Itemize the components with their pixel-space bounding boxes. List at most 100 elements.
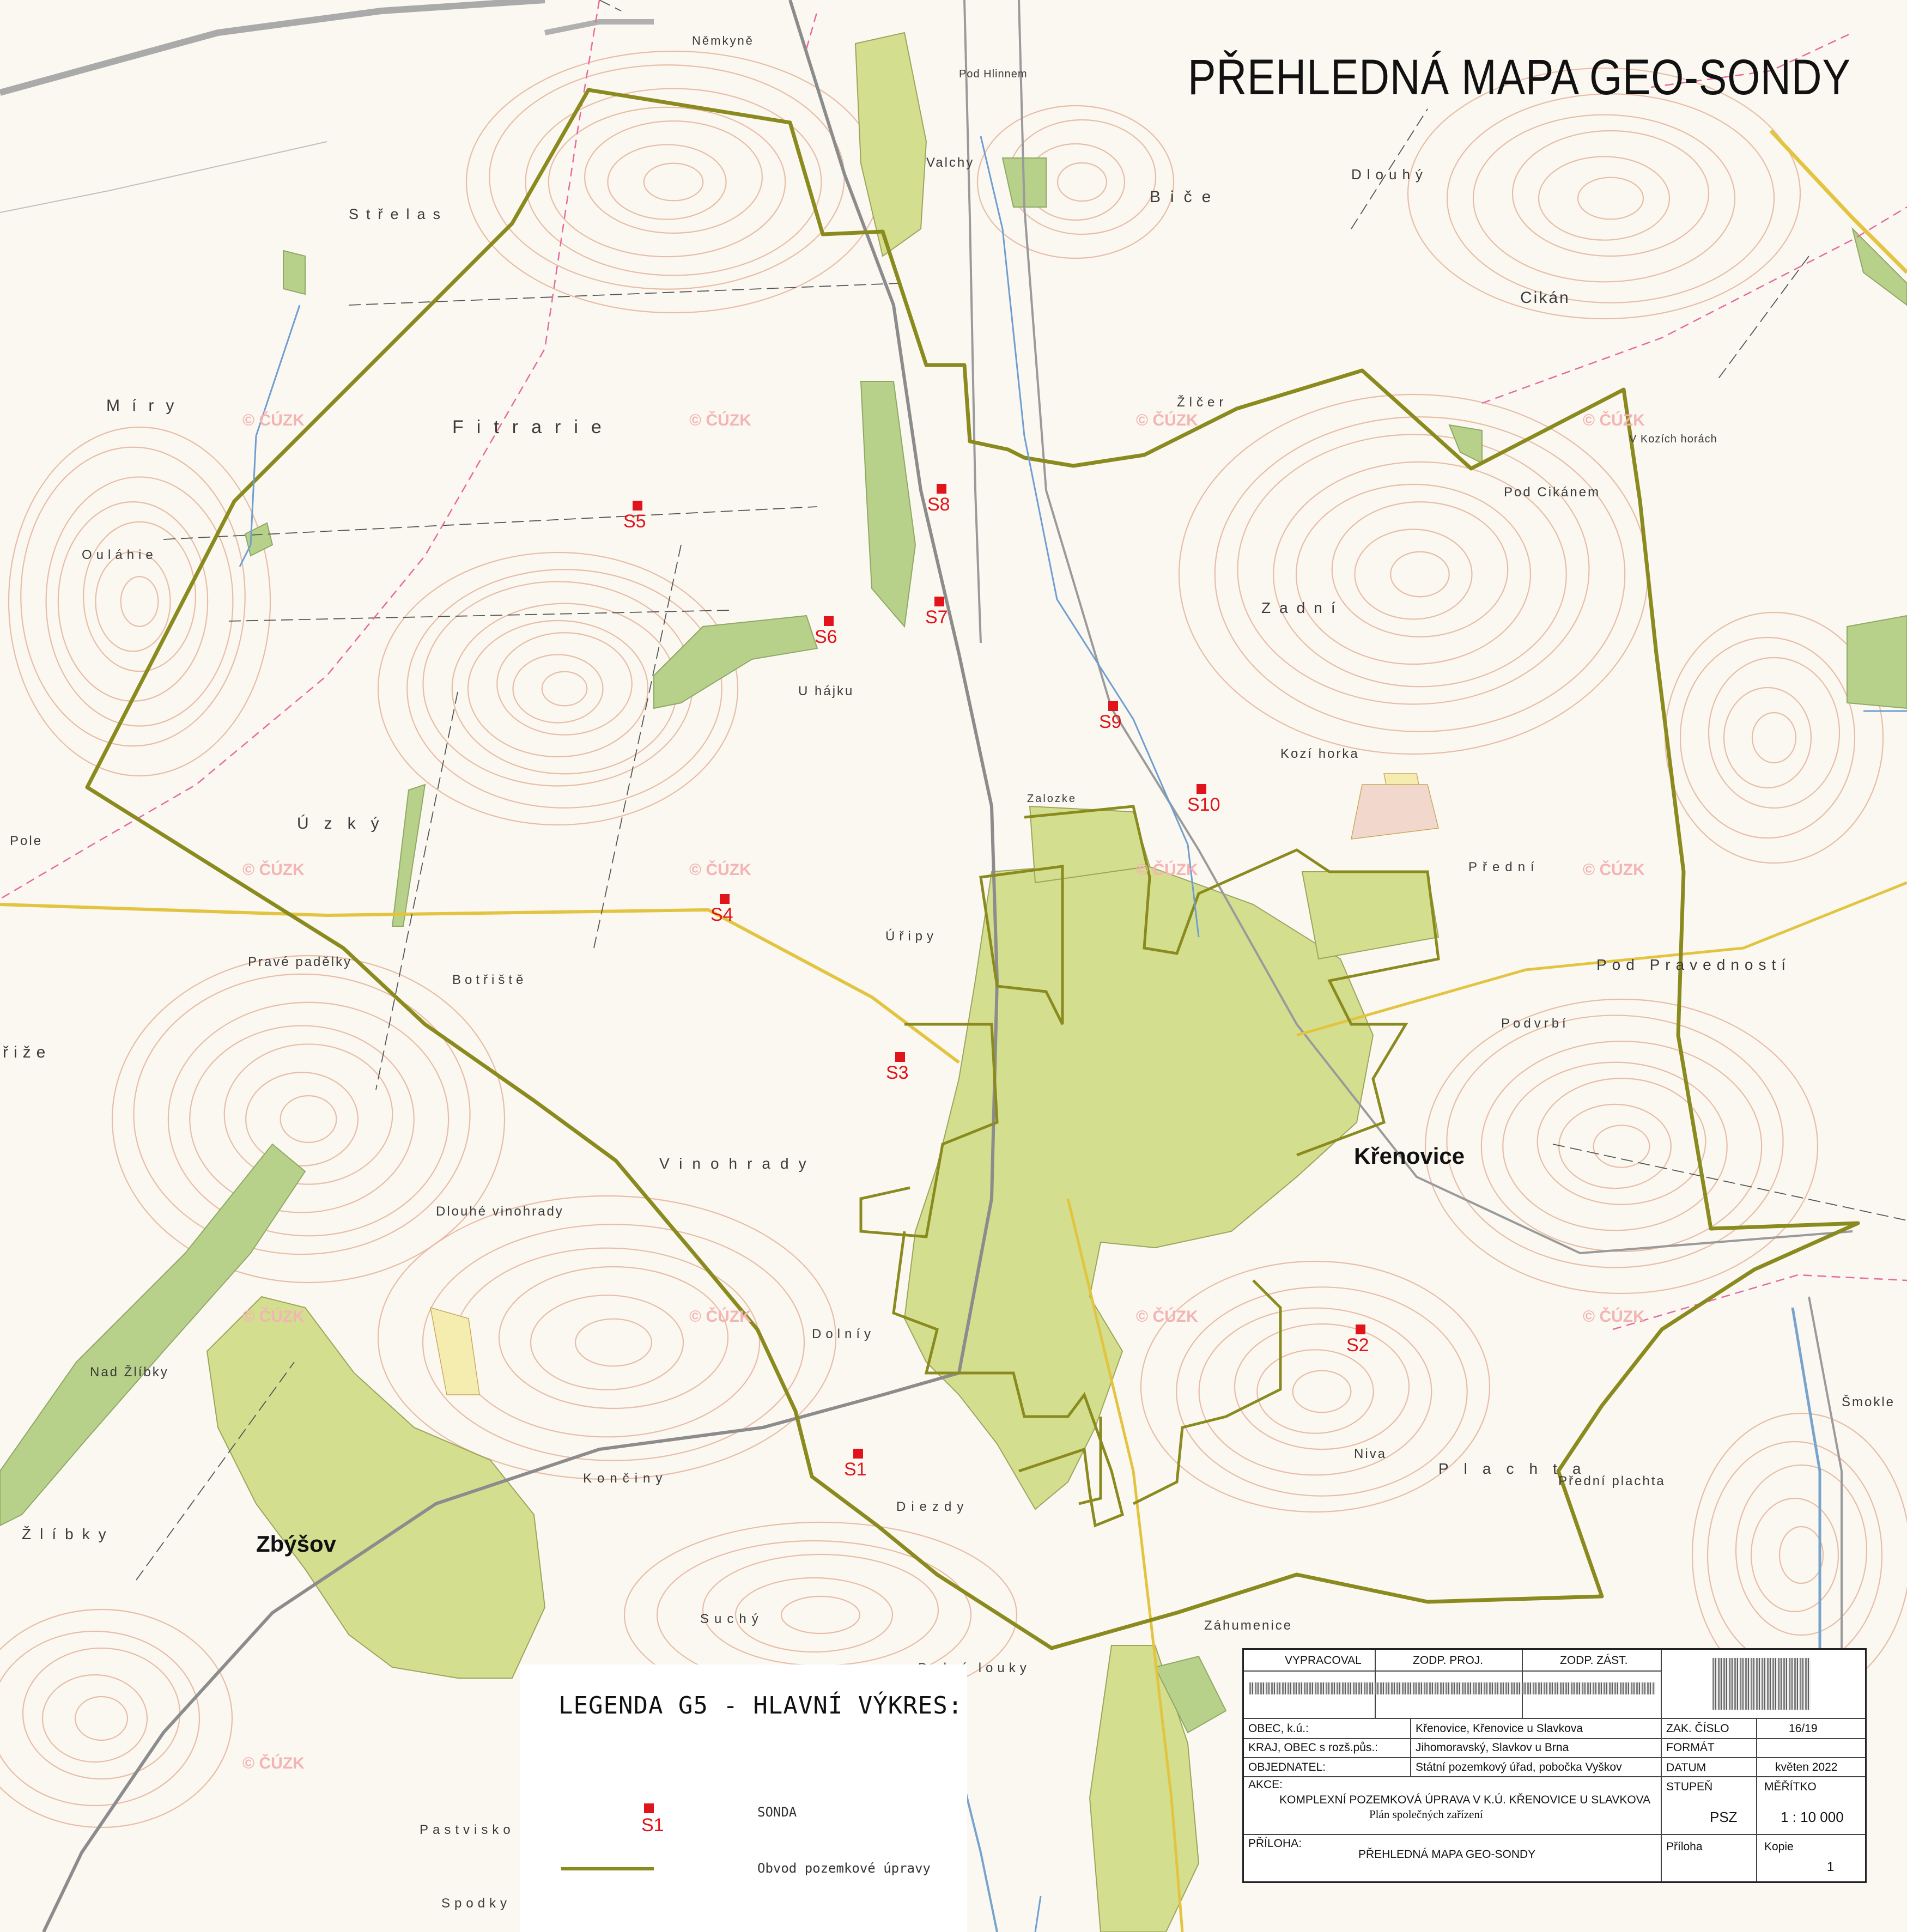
probe-label: S1 <box>844 1459 867 1480</box>
probe-label: S3 <box>886 1062 909 1083</box>
forest-patches <box>0 157 1907 1734</box>
watermark-9: © ČÚZK <box>242 1308 305 1326</box>
tb-zodp-proj: ZODP. PROJ. <box>1413 1654 1484 1667</box>
tb-datum-value: květen 2022 <box>1775 1761 1838 1773</box>
contour-line <box>20 446 246 747</box>
place-strelas: Střelas <box>349 206 448 222</box>
legend-probe-marker <box>644 1803 654 1813</box>
contour-line <box>1480 1041 1763 1252</box>
place-zadni: Zadní <box>1261 599 1344 616</box>
contour-line <box>74 1696 129 1741</box>
place-u-hajku: U hájku <box>798 684 854 698</box>
place-zalozke: Zalozke <box>1027 793 1077 805</box>
probe-marker <box>1197 784 1206 794</box>
contour-line <box>1446 1014 1784 1268</box>
place-diezdy: Diezdy <box>896 1499 969 1514</box>
probe-label: S8 <box>927 494 950 515</box>
contour-line <box>574 1318 653 1367</box>
tb-meritko-label: MĚŘÍTKO <box>1764 1781 1817 1793</box>
contour-line <box>1178 393 1649 755</box>
place-nemcyna: Němkyně <box>692 34 754 47</box>
contour-line <box>95 551 171 652</box>
contour-line <box>280 1095 337 1143</box>
watermark-4: © ČÚZK <box>1583 411 1645 429</box>
contour-line <box>1723 686 1812 789</box>
tb-stamp <box>1712 1658 1811 1710</box>
probe-label: S10 <box>1187 794 1220 815</box>
contour-line <box>1750 1497 1839 1613</box>
contour-line <box>1424 998 1819 1295</box>
contour-line <box>406 569 722 809</box>
place-predni-plachta: Přední plachta <box>1558 1474 1666 1489</box>
contour-line <box>1511 130 1710 257</box>
tb-obec-label: OBEC, k.ú.: <box>1248 1722 1309 1735</box>
place-suchy: Suchý <box>700 1612 764 1626</box>
tb-line <box>1410 1718 1411 1776</box>
tb-priloha-label: PŘÍLOHA: <box>1248 1837 1302 1850</box>
probe-marker <box>853 1449 863 1459</box>
place-dlouhy: Dlouhý <box>1351 166 1428 183</box>
tb-format-label: FORMÁT <box>1666 1741 1715 1754</box>
town-krenovice: Křenovice <box>1354 1143 1465 1169</box>
contour-line <box>584 120 763 234</box>
tb-priloha-no-label: Příloha <box>1666 1840 1703 1853</box>
watermark-12: © ČÚZK <box>1583 1308 1645 1326</box>
tb-akce-label: AKCE: <box>1248 1778 1283 1791</box>
built-up-areas <box>206 32 1440 1932</box>
probe-marker <box>1108 701 1118 711</box>
tb-zak-cislo-label: ZAK. ČÍSLO <box>1666 1722 1729 1735</box>
tb-kopie-value: 1 <box>1827 1860 1835 1874</box>
place-prave-padelky: Pravé padělky <box>248 955 353 969</box>
place-dulahic: Ouláhie <box>82 548 157 562</box>
water-features <box>239 136 1907 1932</box>
probe-marker <box>720 894 730 904</box>
tb-signature-strip <box>1249 1682 1655 1694</box>
tb-line <box>1756 1718 1757 1881</box>
place-kozi-horka: Kozí horka <box>1280 746 1359 761</box>
probe-label: S2 <box>1346 1335 1369 1356</box>
legend-panel: LEGENDA G5 - HLAVNÍ VÝKRES: S1 SONDA Obv… <box>520 1664 967 1932</box>
place-dlouhe-vinohrady: Dlouhé vinohrady <box>436 1204 564 1219</box>
contour-line <box>1708 657 1841 809</box>
place-zahumenice: Záhumenice <box>1204 1618 1293 1633</box>
contour-line <box>1472 114 1736 283</box>
contour-line <box>22 1647 181 1780</box>
land-consolidation-boundary <box>85 88 1860 1650</box>
tb-kopie-label: Kopie <box>1764 1840 1794 1853</box>
parcel-lines <box>136 0 1907 1581</box>
place-konciny: Končiny <box>583 1471 668 1486</box>
contour-line <box>607 144 727 220</box>
contour-line <box>1538 156 1671 241</box>
place-plachta: Plachta <box>1438 1460 1596 1477</box>
legend-boundary-swatch <box>561 1867 654 1870</box>
tb-zak-cislo-value: 16/19 <box>1789 1722 1818 1735</box>
contour-line <box>0 1630 201 1807</box>
tb-priloha-value: PŘEHLEDNÁ MAPA GEO-SONDY <box>1358 1848 1536 1861</box>
contour-line <box>45 476 234 727</box>
place-miry: Míry <box>106 397 186 415</box>
tb-line <box>1661 1650 1662 1881</box>
place-pod-pravednosti: Pod Pravedností <box>1596 956 1791 973</box>
contour-line <box>512 654 604 724</box>
contour-line <box>525 88 822 276</box>
tb-obec-value: Křenovice, Křenovice u Slavkova <box>1416 1722 1583 1735</box>
place-vinohrady: Vinohrady <box>659 1155 816 1172</box>
village-internal-boundary <box>859 805 1440 1528</box>
tb-line <box>1244 1738 1865 1739</box>
place-dolniy: Dolníy <box>812 1327 876 1341</box>
contour-line <box>643 162 704 202</box>
place-pastvisko: Pastvisko <box>420 1822 515 1837</box>
place-v-kozich-horach: V Kozích horách <box>1629 433 1717 445</box>
watermark-5: © ČÚZK <box>242 861 305 879</box>
place-zlcer: Žlčer <box>1177 395 1228 410</box>
contour-line <box>83 521 196 672</box>
contour-line <box>1446 93 1775 303</box>
contour-line <box>1778 1526 1824 1584</box>
probe-label: S6 <box>815 627 837 647</box>
contour-line <box>1256 1349 1374 1434</box>
legend-title: LEGENDA G5 - HLAVNÍ VÝKRES: <box>558 1692 963 1720</box>
watermark-8: © ČÚZK <box>1583 861 1645 879</box>
contour-line <box>1056 162 1108 202</box>
cadastral-boundary <box>0 0 1907 1330</box>
